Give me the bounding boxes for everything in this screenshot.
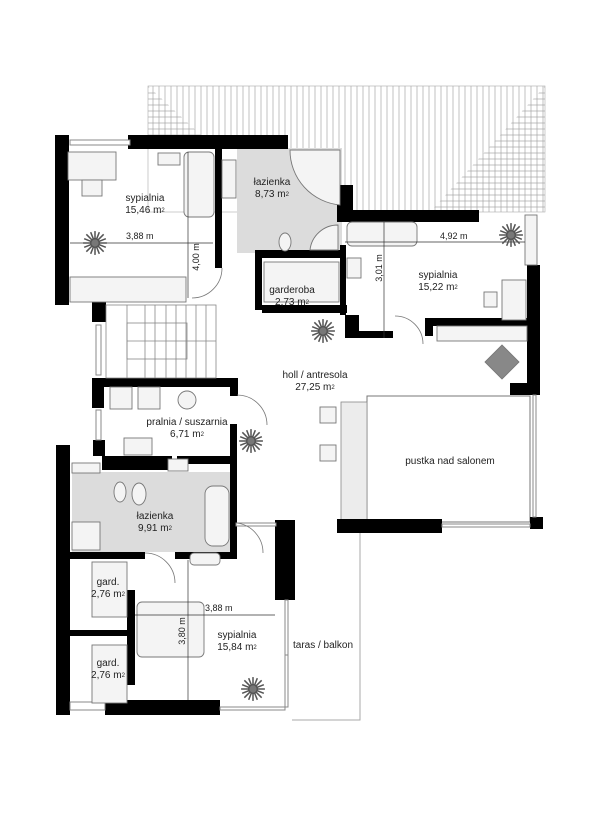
doors (144, 267, 424, 584)
room-label-sypialnia-3: sypialnia 15,84 m2 (217, 630, 257, 653)
room-label-gard-2: gard. 2,76 m2 (91, 658, 125, 681)
room-label-taras: taras / balkon (292, 640, 354, 651)
dimension-sypialnia-3-width: 3,88 m (205, 603, 233, 613)
walls (55, 135, 543, 715)
terrace-outline (292, 528, 361, 721)
room-label-lazienka-1: łazienka 8,73 m2 (253, 177, 291, 200)
room-label-garderoba: garderoba 2,73 m2 (269, 285, 315, 308)
dimension-sypialnia-1-width: 3,88 m (126, 231, 154, 241)
staircase (105, 304, 217, 379)
room-label-pustka: pustka nad salonem (405, 456, 495, 467)
room-label-lazienka-2: łazienka 9,91 m2 (136, 511, 174, 534)
room-label-holl: holl / antresola 27,25 m2 (282, 370, 348, 393)
dimension-sypialnia-1-height: 4,00 m (190, 243, 201, 271)
dimension-sypialnia-2-height: 3,01 m (373, 254, 384, 282)
room-label-pralnia: pralnia / suszarnia 6,71 m2 (146, 417, 228, 440)
room-label-sypialnia-2: sypialnia 15,22 m2 (418, 270, 458, 293)
dimension-sypialnia-2-width: 4,92 m (440, 231, 468, 241)
room-label-gard-1: gard. 2,76 m2 (91, 577, 125, 600)
fixtures (67, 149, 538, 704)
dimension-sypialnia-3-height: 3,80 m (176, 617, 187, 645)
counter (340, 401, 368, 523)
room-label-sypialnia-1: sypialnia 15,46 m2 (125, 193, 165, 216)
pustka-area (366, 395, 531, 523)
windows (69, 139, 537, 711)
dimension-lines (70, 152, 525, 700)
